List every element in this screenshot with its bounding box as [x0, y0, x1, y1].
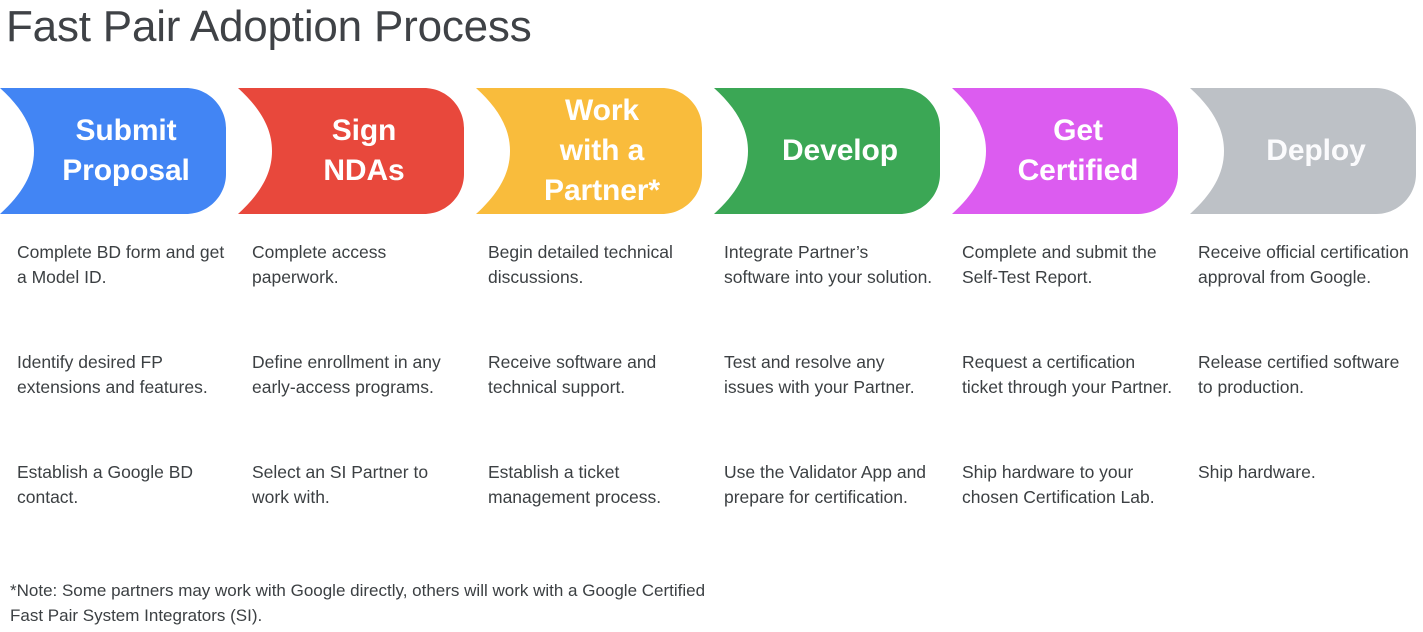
stage-banner-get-certified[interactable]: Get Certified	[952, 88, 1178, 214]
process-stage-banners: Submit Proposal Sign NDAs Work with a Pa…	[0, 88, 1423, 214]
stage-banner-deploy[interactable]: Deploy	[1190, 88, 1416, 214]
bullet-item: Select an SI Partner to work with.	[252, 462, 429, 507]
bullet-item: Identify desired FP extensions and featu…	[17, 352, 208, 397]
bullet-item: Receive software and technical support.	[488, 352, 657, 397]
bullet-item: Release certified software to production…	[1198, 352, 1400, 397]
stage-banner-label: Work with a Partner*	[544, 94, 660, 207]
stage-details-grid: Complete BD form and get a Model ID. Com…	[0, 240, 1423, 570]
stage-banner-develop[interactable]: Develop	[714, 88, 940, 214]
stage-banner-label: Develop	[781, 134, 898, 167]
stage-banner-label: Sign NDAs	[323, 114, 405, 187]
bullet-item: Ship hardware.	[1198, 462, 1316, 482]
stage-banner-sign-ndas[interactable]: Sign NDAs	[238, 88, 464, 214]
bullet-item: Use the Validator App and prepare for ce…	[724, 462, 927, 507]
bullet-item: Complete BD form and get a Model ID.	[17, 242, 225, 287]
stage-banner-label: Deploy	[1266, 134, 1366, 167]
bullet-row: Complete BD form and get a Model ID. Com…	[0, 240, 1423, 350]
bullet-item: Test and resolve any issues with your Pa…	[724, 352, 915, 397]
bullet-item: Begin detailed technical discussions.	[488, 242, 673, 287]
bullet-item: Complete and submit the Self-Test Report…	[962, 242, 1157, 287]
stage-banner-label: Submit Proposal	[62, 114, 190, 187]
bullet-item: Complete access paperwork.	[252, 242, 387, 287]
bullet-item: Request a certification ticket through y…	[962, 352, 1173, 397]
bullet-item: Receive official certification approval …	[1198, 242, 1409, 287]
footnote: *Note: Some partners may work with Googl…	[10, 581, 706, 625]
bullet-item: Define enrollment in any early-access pr…	[252, 352, 441, 397]
stage-banner-work-with-a-partner[interactable]: Work with a Partner*	[476, 88, 702, 214]
stage-banner-label: Get Certified	[1017, 114, 1139, 187]
page-title: Fast Pair Adoption Process	[6, 2, 532, 51]
bullet-row: Identify desired FP extensions and featu…	[0, 350, 1423, 460]
bullet-row: Establish a Google BD contact. Select an…	[0, 460, 1423, 570]
bullet-item: Establish a Google BD contact.	[17, 462, 194, 507]
bullet-item: Ship hardware to your chosen Certificati…	[962, 462, 1155, 507]
bullet-item: Establish a ticket management process.	[488, 462, 662, 507]
stage-banner-submit-proposal[interactable]: Submit Proposal	[0, 88, 226, 214]
bullet-item: Integrate Partner’s software into your s…	[724, 242, 933, 287]
